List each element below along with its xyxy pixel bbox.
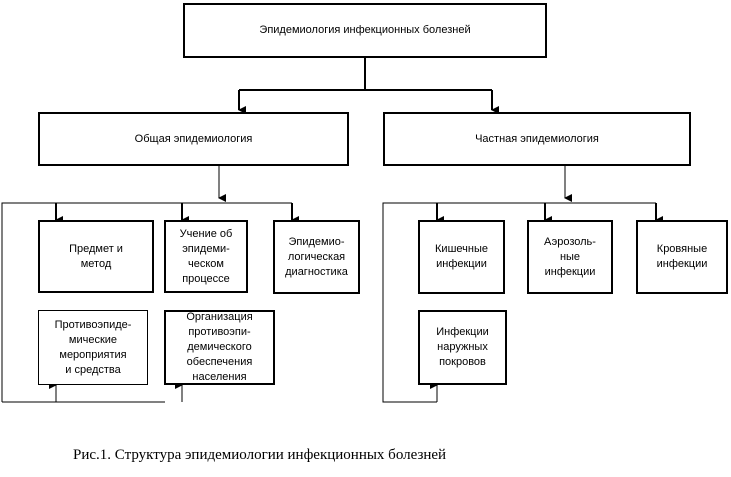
line: противоэпи- bbox=[188, 326, 251, 338]
special-frame bbox=[382, 202, 656, 403]
line: Кровяные bbox=[656, 243, 708, 255]
root-box: Эпидемиология инфекционных болезней bbox=[183, 3, 547, 58]
line: метод bbox=[80, 257, 112, 270]
line: покровов bbox=[439, 356, 486, 368]
line: Кишечные bbox=[435, 243, 488, 255]
line: мические bbox=[68, 333, 118, 346]
subject-method-box: Предмет и метод bbox=[38, 220, 154, 293]
special-epidemiology-box: Частная эпидемиология bbox=[383, 112, 691, 166]
general-epidemiology-box: Общая эпидемиология bbox=[38, 112, 349, 166]
line: логическая bbox=[287, 250, 346, 263]
epidemiological-diagnostics-box: Эпидемио- логическая диагностика bbox=[273, 220, 360, 294]
line: Учение об bbox=[179, 227, 233, 240]
aerosol-infections-box: Аэрозоль- ные инфекции bbox=[527, 220, 613, 294]
special-label: Частная эпидемиология bbox=[475, 132, 599, 145]
root-label: Эпидемиология инфекционных болезней bbox=[259, 24, 471, 36]
line: Эпидемио- bbox=[288, 235, 345, 248]
figure-caption: Рис.1. Структура эпидемиологии инфекцион… bbox=[73, 447, 447, 463]
line: Аэрозоль- bbox=[544, 235, 596, 248]
line: и средства bbox=[65, 363, 121, 376]
line: населения bbox=[192, 371, 247, 383]
line: эпидеми- bbox=[182, 242, 230, 255]
blood-infections-box: Кровяные инфекции bbox=[636, 220, 728, 294]
line: мероприятия bbox=[59, 348, 127, 361]
line: демического bbox=[187, 341, 252, 353]
line: процессе bbox=[182, 272, 230, 285]
epidemic-process-box: Учение об эпидеми- ческом процессе bbox=[164, 220, 248, 293]
line: инфекции bbox=[436, 258, 487, 270]
line: обеспечения bbox=[186, 356, 253, 368]
line: диагностика bbox=[285, 265, 348, 278]
organization-box: Организация противоэпи- демического обес… bbox=[164, 310, 275, 385]
line: Противоэпиде- bbox=[54, 318, 132, 331]
line: Инфекции bbox=[436, 326, 489, 338]
line: ные bbox=[559, 250, 581, 263]
general-label: Общая эпидемиология bbox=[134, 132, 253, 145]
external-covers-infections-box: Инфекции наружных покровов bbox=[418, 310, 507, 385]
line: Организация bbox=[186, 311, 253, 323]
line: инфекции bbox=[656, 258, 708, 270]
measures-box: Противоэпиде- мические мероприятия и сре… bbox=[38, 310, 148, 385]
line: Предмет и bbox=[69, 242, 123, 255]
general-frame bbox=[1, 202, 292, 402]
intestinal-infections-box: Кишечные инфекции bbox=[418, 220, 505, 294]
line: ческом bbox=[188, 257, 224, 270]
line: наружных bbox=[437, 341, 488, 353]
line: инфекции bbox=[544, 265, 596, 278]
